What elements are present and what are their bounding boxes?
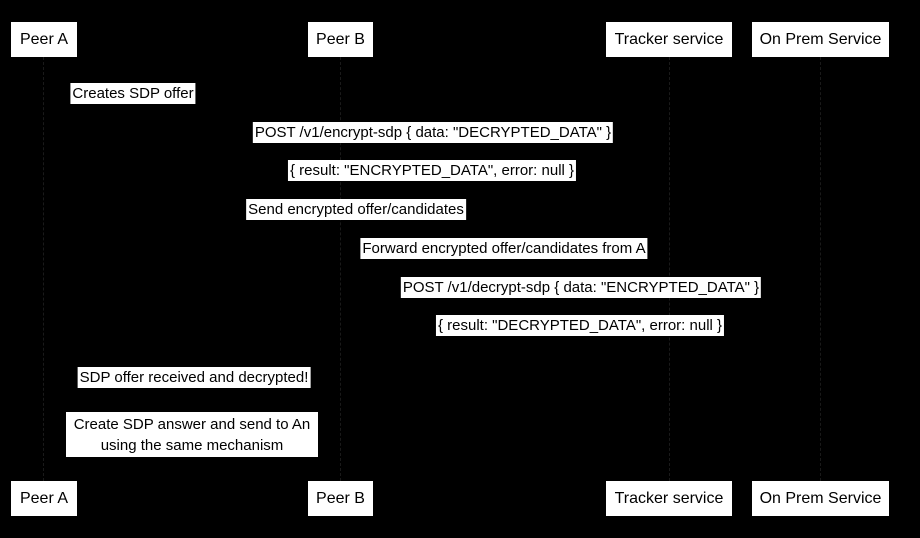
participant-on-prem-service-top: On Prem Service bbox=[752, 22, 889, 57]
note-line-2: using the same mechanism bbox=[100, 437, 284, 454]
message-encrypt-result: { result: "ENCRYPTED_DATA", error: null … bbox=[287, 160, 577, 181]
participant-peer-b-bottom: Peer B bbox=[308, 481, 373, 516]
message-decrypt-result: { result: "DECRYPTED_DATA", error: null … bbox=[435, 315, 725, 336]
lifeline-peer-a bbox=[43, 57, 44, 481]
participant-on-prem-service-bottom: On Prem Service bbox=[752, 481, 889, 516]
participant-tracker-service-top: Tracker service bbox=[606, 22, 732, 57]
note-create-sdp-answer: Create SDP answer and send to An using t… bbox=[66, 412, 318, 457]
message-creates-sdp-offer: Creates SDP offer bbox=[70, 83, 196, 104]
message-post-encrypt-sdp: POST /v1/encrypt-sdp { data: "DECRYPTED_… bbox=[252, 122, 614, 143]
message-sdp-offer-received: SDP offer received and decrypted! bbox=[77, 367, 311, 388]
message-post-decrypt-sdp: POST /v1/decrypt-sdp { data: "ENCRYPTED_… bbox=[400, 277, 762, 298]
participant-peer-b-top: Peer B bbox=[308, 22, 373, 57]
lifeline-peer-b bbox=[340, 57, 341, 481]
lifeline-tracker-service bbox=[669, 57, 670, 481]
note-line-1: Create SDP answer and send to An bbox=[73, 416, 311, 433]
message-send-encrypted-offer: Send encrypted offer/candidates bbox=[246, 199, 466, 220]
lifeline-on-prem-service bbox=[820, 57, 821, 481]
participant-peer-a-top: Peer A bbox=[11, 22, 77, 57]
message-forward-encrypted-offer: Forward encrypted offer/candidates from … bbox=[360, 238, 648, 259]
participant-peer-a-bottom: Peer A bbox=[11, 481, 77, 516]
participant-tracker-service-bottom: Tracker service bbox=[606, 481, 732, 516]
